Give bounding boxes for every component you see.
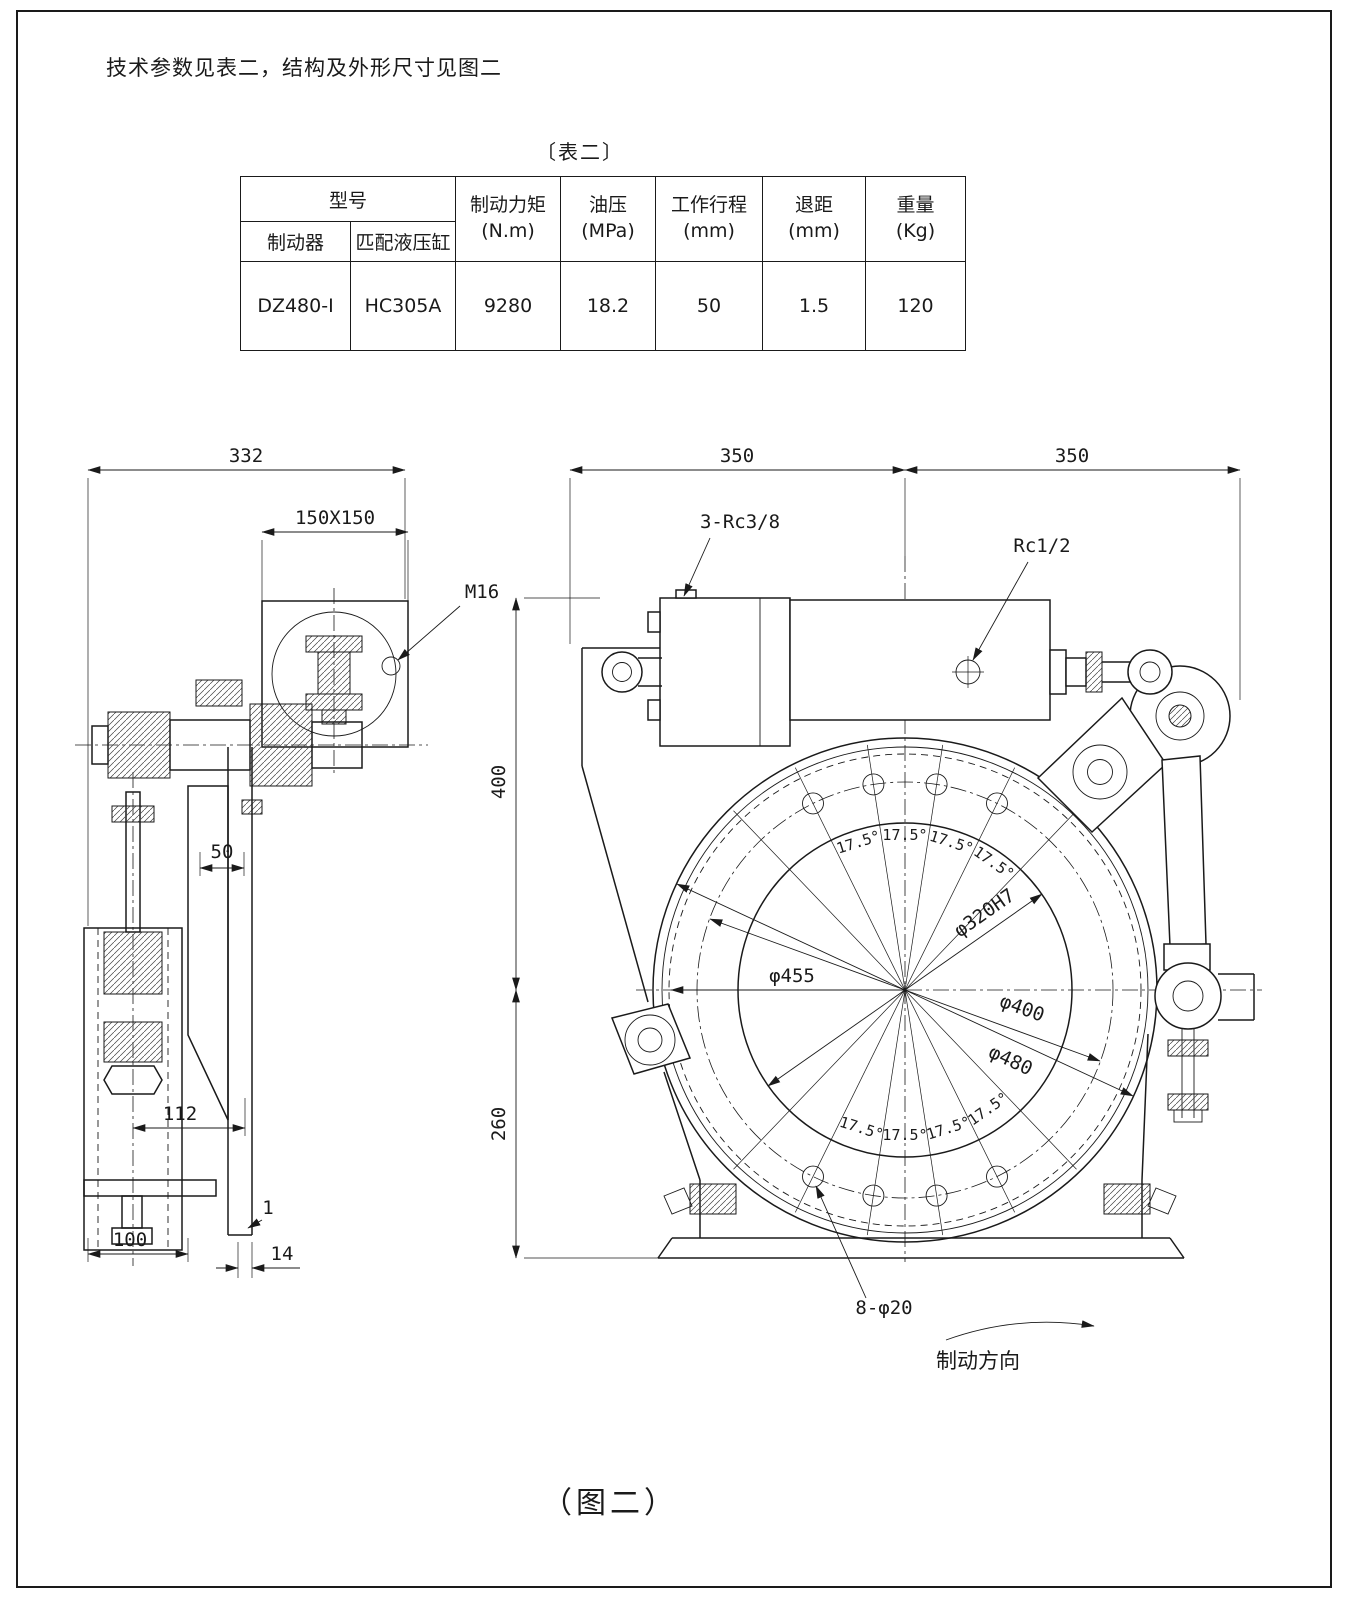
label-phi455: φ455 xyxy=(769,965,815,987)
mounting-plate xyxy=(261,600,409,748)
cell-stroke: 50 xyxy=(655,261,763,351)
label-brake-direction: 制动方向 xyxy=(936,1349,1020,1373)
label-3-rc38: 3-Rc3/8 xyxy=(700,511,780,533)
label-8-phi20: 8-φ20 xyxy=(855,1297,912,1319)
angle-label-2: 17.5° xyxy=(927,827,975,858)
bolt-holes xyxy=(802,773,1008,1207)
label-m16: M16 xyxy=(465,581,499,603)
header-oil-pressure-text: 油压 xyxy=(588,194,627,217)
actuator-assembly xyxy=(91,679,363,815)
label-phi480: φ480 xyxy=(985,1041,1036,1080)
label-rc12: Rc1/2 xyxy=(1013,535,1070,557)
lever-assembly xyxy=(1036,649,1255,1123)
spec-table: 型号 制动力矩 (N.m) 油压 (MPa) 工作行程 (mm) 退距 (mm)… xyxy=(240,176,966,351)
dim-400: 400 xyxy=(488,765,510,799)
sheet-border xyxy=(16,10,1332,1588)
hydraulic-cylinder xyxy=(601,589,1136,747)
frame-outline xyxy=(581,647,1149,1238)
dim-100: 100 xyxy=(113,1229,147,1251)
header-brake: 制动器 xyxy=(240,221,351,262)
lever-plates xyxy=(187,747,253,1236)
side-view: 332 150X150 M16 50 112 100 1 xyxy=(75,445,499,1278)
angle-label-7: 17.5° xyxy=(882,1126,927,1144)
header-model: 型号 xyxy=(240,176,456,222)
dim-332: 332 xyxy=(229,445,263,467)
dim-50: 50 xyxy=(211,841,234,863)
header-stroke-text: 工作行程 xyxy=(670,194,747,217)
angle-label-8: 17.5° xyxy=(837,1113,885,1144)
cell-retreat: 1.5 xyxy=(762,261,866,351)
header-retreat-text: 退距 xyxy=(794,194,833,217)
label-phi320h7: φ320H7 xyxy=(950,884,1019,941)
m16-bolt-hole xyxy=(381,656,401,676)
header-note: 技术参数见表二，结构及外形尺寸见图二 xyxy=(106,56,502,80)
disc-phi455-circle xyxy=(668,753,1142,1227)
header-retreat-unit: (mm) xyxy=(788,220,840,242)
cylinder-mount-ear xyxy=(601,651,643,693)
angle-label-4: 17.5° xyxy=(834,827,882,858)
header-stroke-unit: (mm) xyxy=(683,220,735,242)
angle-label-3: 17.5° xyxy=(882,826,927,844)
dim-112: 112 xyxy=(163,1103,197,1125)
header-torque-text: 制动力矩 xyxy=(469,194,546,217)
label-phi400: φ400 xyxy=(997,990,1048,1026)
header-weight-text: 重量 xyxy=(896,194,935,217)
lower-pivot-ear xyxy=(1154,962,1222,1030)
figure-caption: （图二） xyxy=(542,1486,678,1521)
dim-150x150: 150X150 xyxy=(295,507,375,529)
dim-350-left: 350 xyxy=(720,445,754,467)
dim-350-right: 350 xyxy=(1055,445,1089,467)
rod-clevis-ear xyxy=(1127,649,1173,695)
angle-label-6: 17.5° xyxy=(924,1113,972,1144)
direction-arrow xyxy=(945,1320,1095,1341)
dim-260: 260 xyxy=(488,1107,510,1141)
front-view: 350 350 400 260 3-Rc3/8 Rc1/2 φ320H7 φ45… xyxy=(488,445,1262,1373)
header-torque-unit: (N.m) xyxy=(481,220,535,242)
header-weight-unit: (Kg) xyxy=(895,220,936,242)
front-dimensions: 350 350 400 260 3-Rc3/8 Rc1/2 φ320H7 φ45… xyxy=(488,445,1241,1373)
support-column xyxy=(83,791,217,1251)
header-retreat: 退距 (mm) xyxy=(762,176,866,262)
header-hydraulic-cylinder: 匹配液压缸 xyxy=(350,221,456,262)
dim-14: 14 xyxy=(271,1243,294,1265)
base xyxy=(657,1183,1185,1259)
cell-torque: 9280 xyxy=(455,261,561,351)
cell-weight: 120 xyxy=(865,261,966,351)
header-oil-pressure-unit: (MPa) xyxy=(581,220,635,242)
table-title: 〔表二〕 xyxy=(536,140,624,164)
header-stroke: 工作行程 (mm) xyxy=(655,176,763,262)
dim-1: 1 xyxy=(262,1197,273,1219)
cell-oil-pressure: 18.2 xyxy=(560,261,656,351)
side-dimensions: 332 150X150 M16 50 112 100 1 xyxy=(87,445,499,1278)
